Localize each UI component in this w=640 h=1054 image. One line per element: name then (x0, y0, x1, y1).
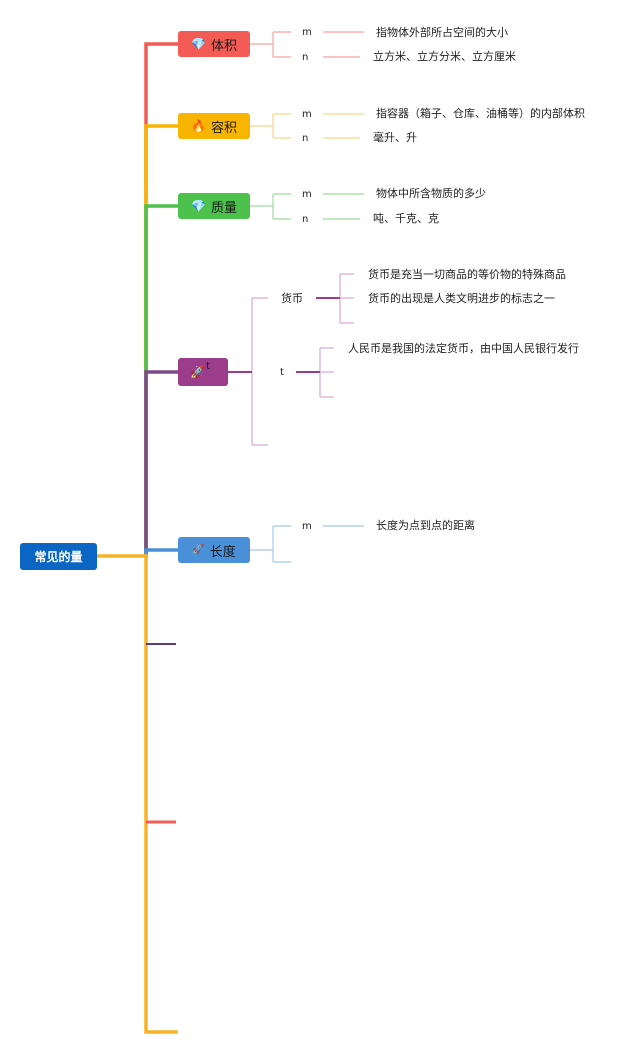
topic-capacity[interactable]: 🔥 容积 (178, 113, 250, 139)
mass-n-text: 吨、千克、克 (373, 212, 439, 225)
mass-n-label: n (302, 214, 309, 225)
topic-length-label: 长度 (209, 544, 236, 560)
capacity-n-label: n (302, 133, 309, 144)
mass-m-text: 物体中所含物质的多少 (376, 187, 486, 200)
topic-capacity-label: 容积 (210, 120, 237, 136)
topic-money[interactable]: 🚀 t (178, 358, 228, 386)
root-label: 常见的量 (34, 550, 83, 564)
money-sub2-label: t (280, 367, 284, 378)
volume-n-label: n (302, 52, 309, 63)
volume-m-text: 指物体外部所占空间的大小 (376, 26, 508, 39)
money-sub1-item-2: 货币的出现是人类文明进步的标志之一 (368, 292, 555, 305)
trunk-length (144, 548, 180, 558)
money-sub1-label: 货币 (281, 292, 303, 305)
topic-mass[interactable]: 💎 质量 (178, 193, 250, 219)
rocket-icon: 🚀 (192, 544, 205, 555)
money-sub1-item-1: 货币是充当一切商品的等价物的特殊商品 (368, 268, 566, 281)
topic-volume[interactable]: 💎 体积 (178, 31, 250, 57)
trunk-volume (144, 42, 180, 558)
trunk-capacity (144, 124, 180, 558)
length-m-text: 长度为点到点的距离 (376, 519, 475, 532)
topic-money-label: t (205, 360, 210, 372)
trunk-money (144, 370, 180, 558)
diamond-icon: 💎 (191, 37, 206, 51)
flame-icon: 🔥 (191, 119, 206, 133)
capacity-n-text: 毫升、升 (373, 131, 417, 144)
topic-volume-label: 体积 (210, 38, 237, 54)
capacity-m-text: 指容器（箱子、仓库、油桶等）的内部体积 (376, 107, 585, 120)
rocket-icon: 🚀 (190, 365, 205, 379)
topic-mass-label: 质量 (210, 200, 237, 216)
trunk-mass (144, 204, 180, 558)
trunk-bottom (144, 554, 178, 1034)
length-m-label: m (302, 521, 312, 532)
volume-m-label: m (302, 27, 312, 38)
root-node[interactable]: 常见的量 (20, 543, 97, 570)
volume-n-text: 立方米、立方分米、立方厘米 (373, 50, 516, 63)
mass-m-label: m (302, 189, 312, 200)
money-sub2-item-1: 人民币是我国的法定货币，由中国人民银行发行 (348, 342, 579, 355)
capacity-m-label: m (302, 109, 312, 120)
topic-length[interactable]: 🚀 长度 (178, 537, 250, 563)
diamond-icon: 💎 (191, 199, 206, 213)
